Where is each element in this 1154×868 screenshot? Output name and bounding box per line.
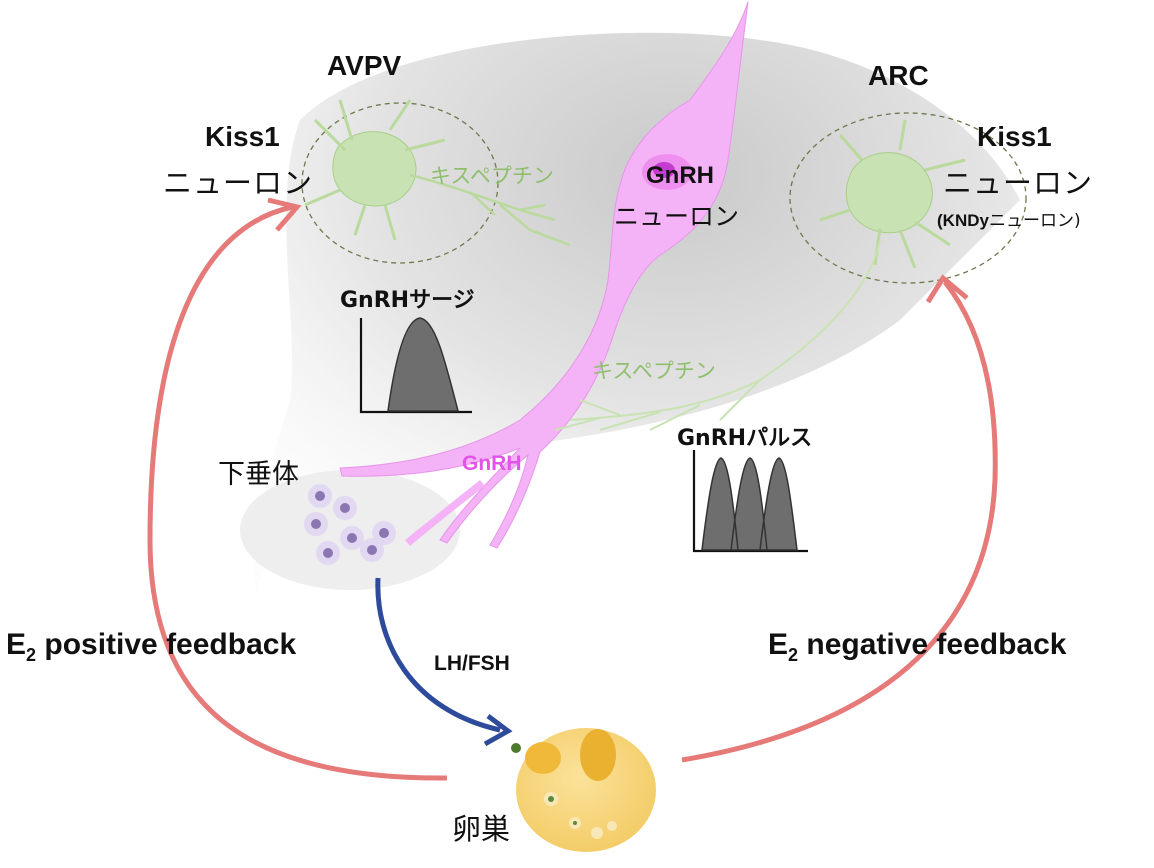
kndy-bold-text: (KNDy [937, 211, 989, 230]
positive-feedback-arrow [147, 204, 448, 781]
negative-feedback-label: E2 negative feedback [768, 628, 1066, 666]
gnrh-axon-label: GnRH [462, 452, 522, 475]
pituitary-cell-icon [304, 484, 396, 565]
kiss1-right-label: Kiss1 [977, 121, 1052, 152]
gnrh-neuron-sub: ニューロン [614, 202, 740, 231]
kisspeptin-top-label: キスペプチン [430, 164, 554, 188]
kisspeptin-mid-label: キスペプチン [592, 359, 716, 383]
gnrh-pulse-label: GnRHパルス [677, 426, 813, 451]
pos-fb-rest: positive feedback [36, 628, 297, 661]
pos-fb-e: E [6, 628, 27, 661]
gnrh-surge-chart [359, 317, 472, 414]
negative-feedback-arrowhead [925, 274, 969, 304]
gnrh-neuron-icon [339, 1, 749, 549]
positive-feedback-arrowhead [267, 197, 302, 232]
neg-fb-rest: negative feedback [798, 628, 1067, 661]
pulse-peaks-icon [701, 457, 798, 551]
neuron-left-label: ニューロン [163, 166, 314, 200]
positive-feedback-label: E2 positive feedback [6, 628, 296, 666]
kndy-rest-text: ニューロン) [988, 211, 1081, 231]
pituitary-label: 下垂体 [218, 459, 299, 490]
avpv-region-outline [301, 102, 499, 264]
kndy-label: (KNDyニューロン) [937, 206, 1081, 231]
arc-label: ARC [868, 60, 929, 91]
gnrh-neuron-title: GnRH [646, 162, 714, 189]
surge-peak-icon [387, 317, 459, 412]
lh-fsh-arrow [375, 577, 501, 733]
pos-fb-sub: 2 [26, 645, 37, 665]
lh-fsh-label: LH/FSH [434, 652, 510, 675]
arc-region-outline [789, 112, 1027, 284]
gnrh-surge-label: GnRHサージ [340, 288, 475, 313]
neg-fb-sub: 2 [788, 645, 799, 665]
avpv-label: AVPV [327, 50, 402, 81]
negative-feedback-arrow [681, 280, 998, 763]
lh-fsh-arrowhead [483, 714, 513, 747]
neuron-right-label: ニューロン [943, 166, 1094, 200]
ovary-icon [511, 728, 656, 852]
kiss1-left-label: Kiss1 [205, 121, 280, 152]
gnrh-pulse-chart [692, 450, 808, 553]
ovary-label: 卵巣 [452, 812, 511, 846]
arc-kiss1-neuron-icon [554, 119, 966, 431]
neg-fb-e: E [768, 628, 789, 661]
kiss1-neuron-icon [304, 99, 571, 247]
